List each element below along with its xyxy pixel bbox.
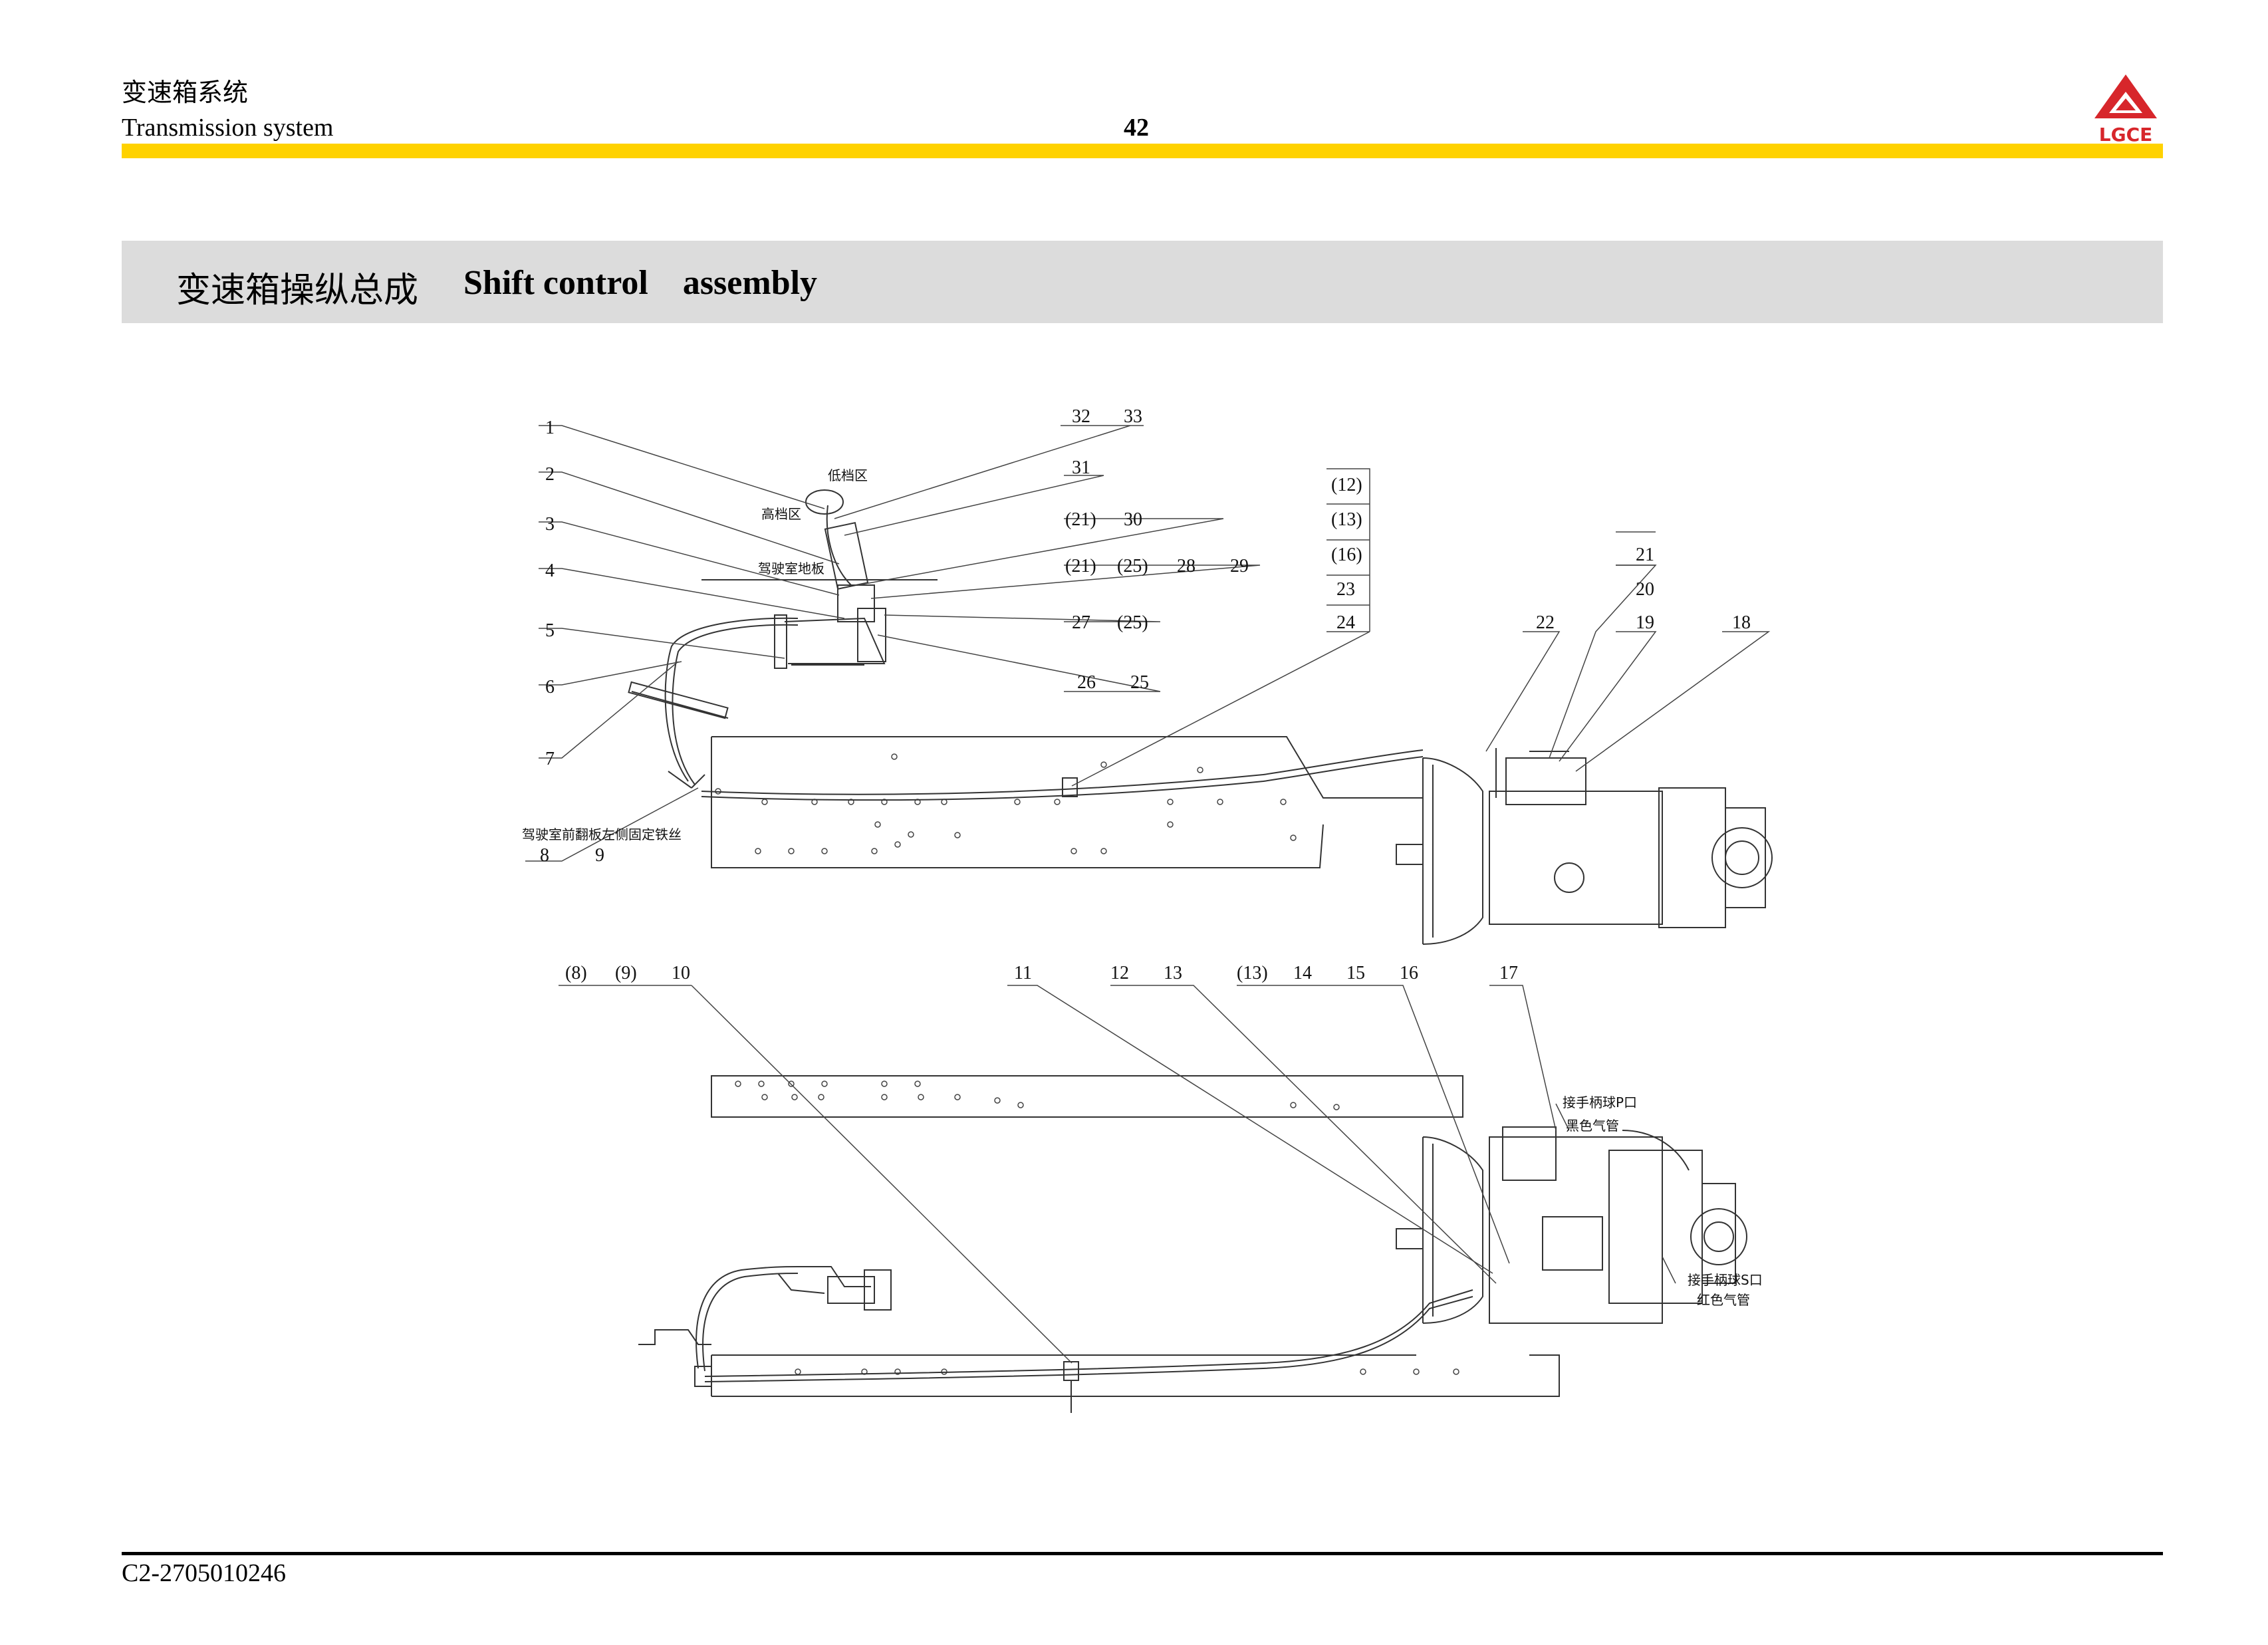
note-low-range: 低档区 (828, 467, 868, 483)
note-cab-floor: 驾驶室地板 (758, 561, 824, 576)
callout-label: 17 (1499, 963, 1518, 983)
callout-label: 10 (672, 963, 690, 983)
upper-callouts: 1 2 3 4 5 6 7 8 9 32 33 31 (21) 30 (21) … (540, 406, 1751, 866)
callout-label: 20 (1636, 579, 1654, 600)
tilt-lock-fixing (668, 771, 705, 789)
upper-frame-rail (711, 736, 1423, 868)
callout-label: 16 (1400, 963, 1418, 983)
callout-label: 2 (545, 464, 555, 485)
callout-label: 12 (1110, 963, 1129, 983)
footer-rule (122, 1552, 2163, 1555)
callout-label: 33 (1124, 406, 1142, 427)
upper-shift-cables (664, 617, 1424, 801)
callout-label: (12) (1331, 475, 1362, 495)
callout-label: 29 (1230, 556, 1249, 576)
note-high-range: 高档区 (761, 506, 801, 522)
page-title-cn: 变速箱操纵总成 (176, 271, 419, 311)
callout-label: 25 (1130, 672, 1149, 693)
note-cab-tilt-lock: 驾驶室前翻板左侧固定铁丝 (522, 826, 682, 842)
callout-label: 1 (545, 418, 555, 438)
callout-label: 30 (1124, 509, 1142, 530)
callout-label: (13) (1237, 963, 1268, 983)
callout-label: (8) (565, 963, 587, 983)
logo-text: LGCE (2099, 124, 2153, 145)
note-black-hose: 黑色气管 (1566, 1118, 1619, 1134)
callout-label: 22 (1536, 612, 1555, 633)
lower-leader-lines (559, 985, 1676, 1364)
callout-label: (21) (1065, 556, 1096, 576)
callout-label: 3 (545, 514, 555, 535)
callout-label: (16) (1331, 545, 1362, 565)
shift-lever (701, 489, 938, 669)
callout-label: 21 (1636, 545, 1654, 565)
callout-label: (25) (1117, 556, 1148, 576)
page-title-en: Shift control assembly (463, 264, 818, 302)
callout-label: 5 (545, 620, 555, 641)
callout-label: (25) (1117, 612, 1148, 633)
lgce-logo: LGCE (2094, 74, 2157, 145)
transmission-upper (1396, 748, 1773, 945)
lower-callouts: (8) (9) 10 11 12 13 (13) 14 15 16 17 (565, 963, 1518, 983)
callout-label: 28 (1177, 556, 1196, 576)
note-s-port: 接手柄球S口 (1688, 1272, 1763, 1288)
callout-label: 7 (545, 749, 555, 769)
callout-label: 9 (595, 845, 604, 866)
page-number: 42 (1124, 114, 1149, 142)
lower-frame-rails (638, 1075, 1560, 1397)
callout-label: 18 (1732, 612, 1751, 633)
title-band: 变速箱操纵总成 Shift control assembly (122, 241, 2163, 323)
callout-label: 13 (1164, 963, 1182, 983)
callout-label: 31 (1072, 457, 1090, 478)
callout-label: 24 (1336, 612, 1355, 633)
callout-label: 15 (1346, 963, 1365, 983)
header-yellow-bar (122, 144, 2163, 158)
callout-label: 11 (1014, 963, 1032, 983)
lower-shift-cables (694, 1266, 1473, 1413)
callout-label: 6 (545, 677, 555, 697)
callout-label: 8 (540, 845, 549, 866)
section-title-en: Transmission system (122, 114, 334, 142)
upper-leader-lines (525, 425, 1771, 862)
callout-label: (9) (615, 963, 637, 983)
transmission-lower (1396, 1126, 1747, 1324)
note-red-hose: 红色气管 (1697, 1292, 1750, 1308)
section-title-cn: 变速箱系统 (122, 78, 249, 107)
callout-label: (13) (1331, 509, 1362, 530)
callout-label: 26 (1077, 672, 1096, 693)
callout-label: 32 (1072, 406, 1090, 427)
note-p-port: 接手柄球P口 (1563, 1094, 1637, 1110)
part-code: C2-2705010246 (122, 1559, 286, 1587)
lower-shift-tower (777, 1266, 892, 1311)
cab-tilt-rod (631, 691, 729, 719)
callout-label: 14 (1293, 963, 1312, 983)
callout-label: 27 (1072, 612, 1090, 633)
callout-label: (21) (1065, 509, 1096, 530)
callout-label: 23 (1336, 579, 1355, 600)
lower-rail-holes (735, 1080, 1459, 1375)
callout-label: 19 (1636, 612, 1654, 633)
callout-label: 4 (545, 561, 555, 581)
